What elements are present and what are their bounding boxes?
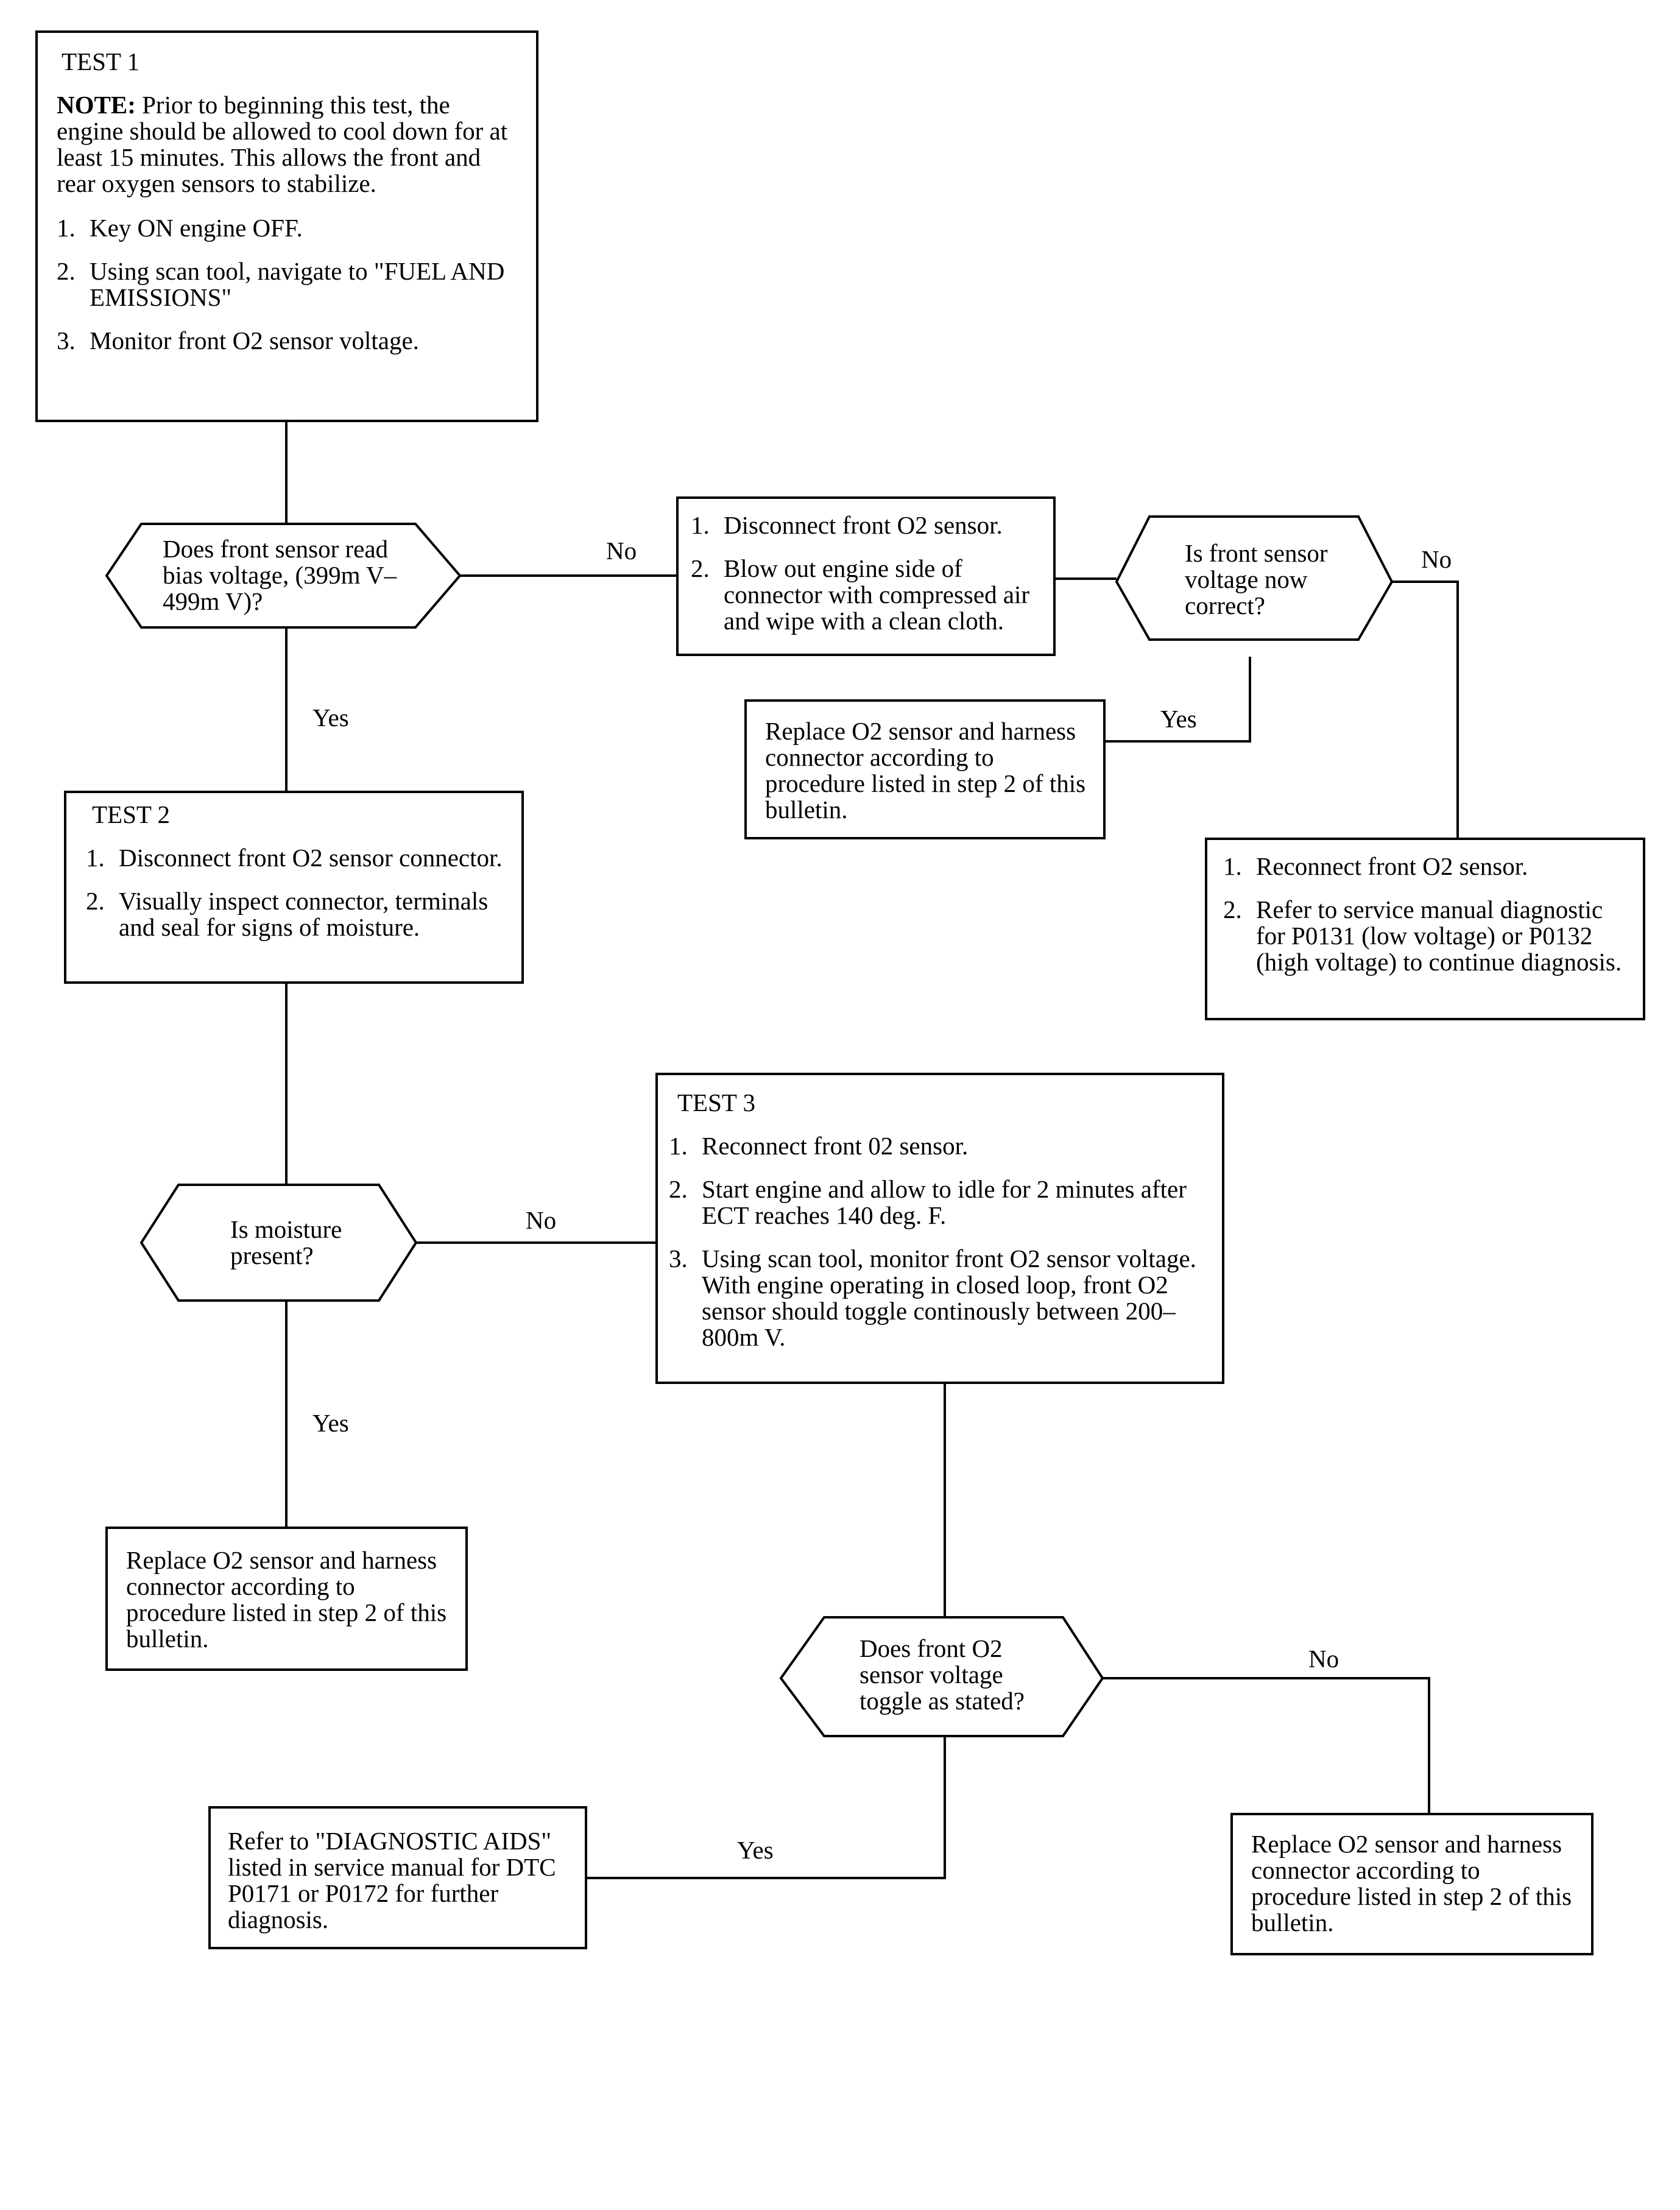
test1-step-3: 3. Monitor front O2 sensor voltage. — [57, 328, 520, 354]
decision2-text: Is front sensor voltage now correct? — [1185, 539, 1328, 620]
action1-step-1-num: 1. — [691, 511, 710, 539]
test2-step-1-num: 1. — [86, 844, 105, 872]
reconnect-step-2: 2. Refer to service manual diagnostic for… — [1223, 895, 1632, 976]
reconnect-step-1-text: Reconnect front O2 sensor. — [1256, 852, 1528, 880]
test1-step-1-num: 1. — [57, 214, 76, 242]
test3-step-1: 1. Reconnect front 02 sensor. — [669, 1132, 1212, 1160]
test3-title: TEST 3 — [677, 1089, 755, 1117]
test1-note: NOTE: Prior to beginning this test, the … — [57, 92, 520, 197]
decision1-shape — [105, 523, 462, 629]
connector-decision4-no — [1103, 1677, 1430, 1813]
test3-step-3: 3. Using scan tool, monitor front O2 sens… — [669, 1246, 1212, 1350]
action1-box: 1. Disconnect front O2 sensor. 2. Blow out… — [676, 496, 1056, 656]
replace3-box: Replace O2 sensor and harness connector … — [1230, 1813, 1594, 1955]
test3-step-1-text: Reconnect front 02 sensor. — [702, 1132, 969, 1160]
test3-step-2-text: Start engine and allow to idle for 2 min… — [702, 1175, 1187, 1230]
diagnostic-aids-text: Refer to "DIAGNOSTIC AIDS" listed in ser… — [228, 1827, 556, 1934]
decision2-shape — [1115, 515, 1394, 641]
action1-step-2: 2. Blow out engine side of connector with… — [691, 554, 1043, 635]
decision4-text: Does front O2 sensor voltage toggle as s… — [859, 1634, 1025, 1715]
decision1-text: Does front sensor read bias voltage, (39… — [163, 535, 397, 616]
test3-step-2-num: 2. — [669, 1175, 688, 1204]
label-no-decision4: No — [1308, 1645, 1339, 1673]
decision4-shape — [779, 1616, 1104, 1737]
action1-step-1: 1. Disconnect front O2 sensor. — [691, 512, 1043, 538]
action1-step-1-text: Disconnect front O2 sensor. — [724, 511, 1003, 539]
reconnect-step-2-text: Refer to service manual diagnostic for P… — [1256, 895, 1622, 976]
connector-decision4-yes — [587, 1736, 946, 1879]
test1-step-3-text: Monitor front O2 sensor voltage. — [90, 327, 419, 355]
test3-step-1-num: 1. — [669, 1132, 688, 1160]
reconnect-step-2-num: 2. — [1223, 895, 1242, 924]
label-yes-decision2: Yes — [1160, 705, 1197, 733]
test2-step-2-num: 2. — [86, 887, 105, 916]
label-yes-decision1: Yes — [312, 704, 349, 732]
label-yes-decision3: Yes — [312, 1409, 349, 1437]
replace2-box: Replace O2 sensor and harness connector … — [105, 1527, 468, 1671]
label-no-decision2: No — [1421, 545, 1452, 573]
replace2-text: Replace O2 sensor and harness connector … — [126, 1546, 447, 1653]
replace3-text: Replace O2 sensor and harness connector … — [1251, 1830, 1572, 1937]
replace1-box: Replace O2 sensor and harness connector … — [744, 699, 1106, 839]
test1-note-text: Prior to beginning this test, the engine… — [57, 91, 508, 198]
label-yes-decision4: Yes — [737, 1836, 774, 1864]
replace1-text: Replace O2 sensor and harness connector … — [765, 717, 1086, 824]
label-no-decision1: No — [606, 537, 637, 565]
decision3-shape — [139, 1184, 418, 1302]
connector-decision2-yes — [1106, 657, 1251, 743]
action1-step-2-text: Blow out engine side of connector with c… — [724, 554, 1030, 635]
test2-step-1: 1. Disconnect front O2 sensor connector. — [86, 844, 509, 872]
test3-step-3-num: 3. — [669, 1244, 688, 1273]
reconnect-box: 1. Reconnect front O2 sensor. 2. Refer to … — [1205, 838, 1645, 1020]
test3-step-3-text: Using scan tool, monitor front O2 sensor… — [702, 1244, 1196, 1352]
test2-step-2-text: Visually inspect connector, terminals an… — [119, 887, 489, 942]
test3-step-2: 2. Start engine and allow to idle for 2 m… — [669, 1176, 1212, 1229]
test1-step-3-num: 3. — [57, 327, 76, 355]
test1-title: TEST 1 — [62, 48, 139, 76]
action1-step-2-num: 2. — [691, 554, 710, 583]
test1-step-2-num: 2. — [57, 257, 76, 286]
test2-step-1-text: Disconnect front O2 sensor connector. — [119, 844, 503, 872]
test1-step-1-text: Key ON engine OFF. — [90, 214, 303, 242]
test3-box: TEST 3 1. Reconnect front 02 sensor. 2. St… — [655, 1073, 1224, 1384]
label-no-decision3: No — [526, 1206, 557, 1234]
test1-box: TEST 1 NOTE: Prior to beginning this tes… — [35, 30, 538, 422]
test1-step-1: 1. Key ON engine OFF. — [57, 215, 520, 241]
test2-box: TEST 2 1. Disconnect front O2 sensor conn… — [64, 791, 524, 984]
connector-decision2-no — [1392, 581, 1459, 838]
reconnect-step-1: 1. Reconnect front O2 sensor. — [1223, 853, 1632, 880]
test2-title: TEST 2 — [92, 800, 170, 828]
test1-step-2: 2. Using scan tool, navigate to "FUEL AND… — [57, 258, 520, 311]
test1-step-2-text: Using scan tool, navigate to "FUEL AND E… — [90, 257, 505, 312]
diagnostic-aids-box: Refer to "DIAGNOSTIC AIDS" listed in ser… — [208, 1806, 587, 1949]
test1-note-label: NOTE: — [57, 91, 136, 119]
reconnect-step-1-num: 1. — [1223, 852, 1242, 880]
decision3-text: Is moisture present? — [230, 1215, 342, 1270]
test2-step-2: 2. Visually inspect connector, terminals … — [86, 888, 509, 941]
